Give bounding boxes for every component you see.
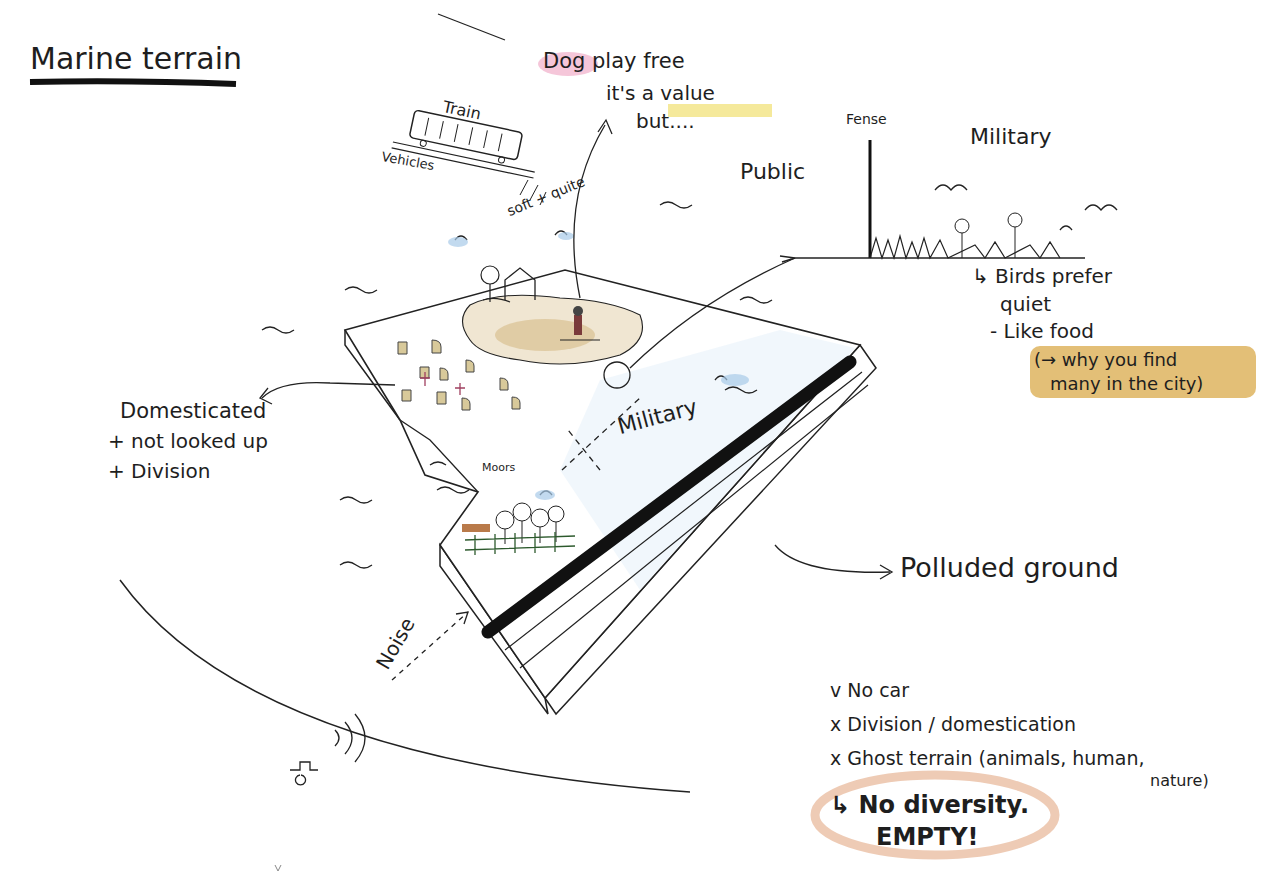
tree-crown bbox=[513, 503, 531, 521]
sketch-note: ↳ Birds prefer bbox=[972, 265, 1112, 287]
sketch-note: + not looked up bbox=[108, 430, 268, 452]
slab-top bbox=[345, 270, 860, 698]
block bbox=[437, 392, 446, 404]
leader-line bbox=[574, 125, 605, 298]
block bbox=[512, 397, 520, 409]
sketch-note: (→ why you find bbox=[1034, 350, 1177, 370]
dog-park bbox=[463, 295, 643, 364]
house-symbol bbox=[505, 268, 535, 300]
sketch-note: + Division bbox=[108, 460, 210, 482]
sketch-note: Dog play free bbox=[543, 50, 685, 73]
pink-ring bbox=[815, 775, 1055, 855]
sketch-note: - Like food bbox=[990, 320, 1094, 342]
block bbox=[432, 340, 441, 353]
tree-trunks bbox=[962, 227, 1015, 258]
sketch-note: it's a value bbox=[606, 82, 715, 104]
orange-highlight bbox=[1030, 346, 1256, 398]
small-figures bbox=[420, 372, 465, 395]
stray-mark bbox=[275, 865, 281, 871]
sketch-note: Moors bbox=[482, 462, 515, 474]
tree-cluster bbox=[462, 503, 575, 555]
arrow-head bbox=[598, 120, 612, 134]
arrow-head bbox=[880, 565, 892, 579]
leader-line bbox=[630, 258, 795, 368]
blue-dab bbox=[558, 232, 574, 240]
black-road bbox=[488, 362, 850, 632]
sketch-note: but.... bbox=[636, 110, 695, 132]
stray-line bbox=[438, 14, 505, 40]
blue-dab bbox=[535, 490, 555, 500]
wave-marks bbox=[262, 202, 772, 568]
sketch-note: v No car bbox=[830, 680, 909, 701]
block bbox=[402, 390, 411, 401]
ground-line bbox=[795, 257, 1085, 259]
grass-marks bbox=[870, 236, 1060, 258]
sketch-note: Fense bbox=[846, 112, 887, 127]
noise-waves bbox=[335, 714, 365, 762]
train-windows bbox=[425, 118, 502, 151]
sketch-note: Domesticated bbox=[120, 400, 266, 423]
boundary-arc bbox=[120, 580, 690, 792]
train-wheel bbox=[498, 156, 505, 163]
person-head bbox=[573, 306, 583, 316]
ground-line bbox=[560, 339, 600, 340]
sketch-note: Noise bbox=[372, 614, 419, 673]
block bbox=[462, 398, 470, 410]
sketch-note: EMPTY! bbox=[876, 824, 979, 850]
blue-dab bbox=[448, 237, 468, 247]
tree-crown bbox=[481, 266, 499, 284]
bench bbox=[462, 524, 490, 532]
sketch-note: many in the city) bbox=[1050, 374, 1203, 394]
arrow-head bbox=[456, 612, 468, 624]
blue-dab bbox=[721, 374, 749, 386]
sketch-note: x Ghost terrain (animals, human, bbox=[830, 748, 1145, 769]
tree-crown bbox=[955, 219, 969, 233]
sketch-note: Polluded ground bbox=[900, 553, 1119, 583]
tree-crown bbox=[1008, 213, 1022, 227]
noise-source bbox=[290, 762, 318, 785]
sketch-note: Vehicles bbox=[381, 150, 436, 173]
domestic-blocks bbox=[398, 340, 520, 410]
sketch-note: Public bbox=[740, 160, 805, 184]
title-underline bbox=[30, 81, 236, 84]
leader-line bbox=[262, 383, 395, 398]
sketch-note: x Division / domestication bbox=[830, 714, 1076, 735]
tree-crown bbox=[496, 511, 514, 529]
sketch-note: ↳ No diversity. bbox=[830, 792, 1029, 818]
road-lines bbox=[505, 372, 868, 668]
tree-crown bbox=[531, 509, 549, 527]
sketch-note: Train bbox=[441, 98, 482, 123]
fence-symbol bbox=[465, 532, 575, 555]
tree-trunks bbox=[505, 521, 556, 544]
leader-line bbox=[775, 545, 890, 572]
block bbox=[500, 378, 508, 390]
person-figure bbox=[574, 315, 582, 335]
slab-step bbox=[400, 420, 478, 492]
sketch-note: quiet bbox=[1000, 293, 1051, 315]
fence-post bbox=[869, 140, 872, 258]
focus-circle bbox=[604, 362, 630, 388]
block bbox=[466, 360, 474, 372]
sketch-note: Military bbox=[970, 125, 1052, 149]
sketch-note: nature) bbox=[1150, 772, 1209, 790]
tree-trunk bbox=[483, 284, 510, 302]
tree-crown bbox=[548, 506, 564, 522]
bird-marks bbox=[455, 185, 1117, 495]
sketch-title: Marine terrain bbox=[30, 42, 242, 75]
block bbox=[440, 368, 448, 380]
block bbox=[398, 342, 407, 354]
train-wheel bbox=[420, 140, 427, 147]
